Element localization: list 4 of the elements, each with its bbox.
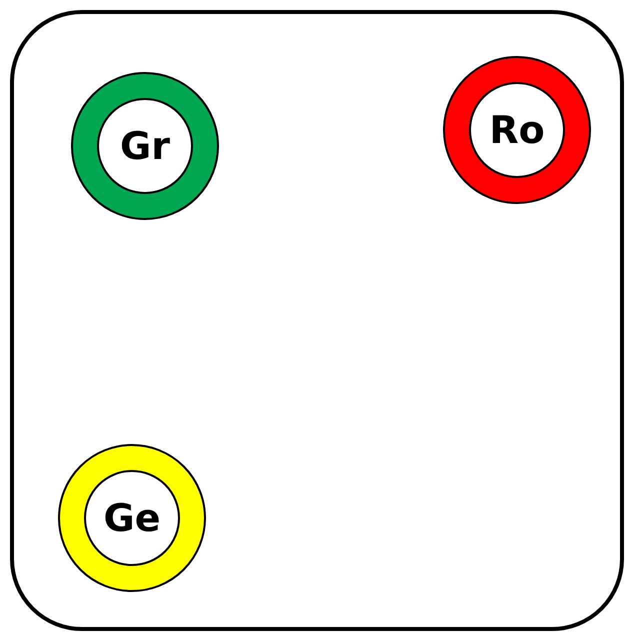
ring-label: Ge [104,496,160,540]
ring-label: Gr [120,124,170,168]
ring-label: Ro [489,108,545,152]
frame-box [10,10,624,631]
